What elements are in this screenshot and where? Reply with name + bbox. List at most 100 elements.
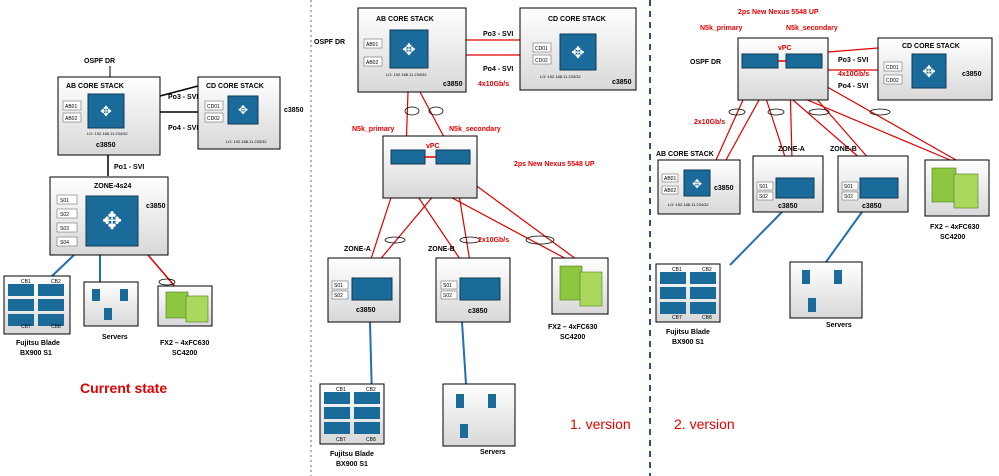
link-line	[461, 321, 467, 385]
diagram-shape	[104, 308, 112, 320]
diagram-shape	[785, 53, 823, 69]
diagram-shape	[756, 191, 774, 201]
panels-v2-blade-label1-label: Fujitsu Blade	[666, 329, 710, 336]
diagram-shape	[331, 290, 349, 300]
panels-v2-servers-label: Servers	[826, 322, 852, 329]
v1-version-label: 1. version	[570, 416, 631, 432]
port-channel-marker	[428, 106, 444, 116]
panels-v2-zone-a-model-label: c3850	[778, 203, 798, 210]
port-channel-marker	[808, 108, 830, 116]
diagram-shape	[661, 173, 679, 183]
panels-current-blade-slots-1-label: CB2	[51, 279, 61, 285]
panels-current-blade-label1-label: Fujitsu Blade	[16, 340, 60, 347]
diagram-shape	[660, 287, 686, 299]
diagram-shape	[883, 74, 903, 85]
diagram-shape	[390, 149, 426, 165]
v2-servers-box	[789, 261, 863, 319]
v2-ab-core-switch-icon	[683, 169, 711, 197]
panels-v2-fx2-label2-label: SC4200	[940, 234, 965, 241]
diagram-shape	[56, 194, 78, 205]
panels-current-cd-core-lo-label: LO: 192.168.11.233/32	[226, 139, 267, 144]
storage-icon	[165, 291, 209, 323]
diagram-shape	[38, 299, 64, 311]
panels-v1-po3-label: Po3 - SVI	[483, 31, 513, 38]
v1-zone-b-switch-icon	[459, 277, 501, 301]
panels-current-zone-model-label: c3850	[146, 203, 166, 210]
panels-v1-ab-core-model-label: c3850	[443, 81, 463, 88]
panels-v1-bw2-label: 2x10Gb/s	[478, 237, 509, 244]
panels-v1-vpc-label: vPC	[426, 143, 440, 150]
panels-current-cd-core-model-label: c3850	[284, 107, 304, 114]
panels-v2-ab-core-lo-label: LO: 192.168.11.234/32	[668, 202, 709, 207]
panels-v2-fx2-label1-label: FX2 – 4xFC630	[930, 224, 980, 231]
v1-ab-core-switch-icon	[389, 29, 429, 69]
diagram-shape	[690, 272, 716, 284]
diagram-shape	[92, 289, 100, 301]
panels-v1-n5k-primary-label: N5k_primary	[352, 126, 395, 133]
panels-current-cd-core-items-0-label: CD01	[207, 104, 220, 110]
link-line	[827, 47, 879, 53]
link-line	[814, 79, 957, 161]
diagram-shape	[460, 424, 468, 438]
zone-switch-icon	[85, 195, 139, 247]
diagram-shape	[354, 392, 380, 404]
panels-v1-zone-a-items-0-label: S01	[334, 283, 343, 289]
panels-v2-ospf-dr-label: OSPF DR	[690, 59, 721, 66]
diagram-shape	[120, 289, 128, 301]
panels-v2-bw-label: 4x10Gb/s	[838, 71, 869, 78]
diagram-shape	[532, 42, 552, 53]
ab-core-title: AB CORE STACK	[66, 83, 124, 90]
panels-current-blade-slots-2-label: CB7	[21, 324, 31, 330]
v1-cd-core-switch-icon	[559, 33, 597, 71]
diagram-shape	[165, 291, 189, 319]
icon-glyph: ✥	[571, 45, 584, 62]
diagram-shape	[808, 298, 816, 312]
diagram-shape	[802, 270, 810, 284]
port-channel-marker	[404, 106, 420, 116]
panels-current-blade-label2-label: BX900 S1	[20, 350, 52, 357]
diagram-shape	[204, 112, 224, 123]
panels-current-cd-core-title-label: CD CORE STACK	[206, 83, 264, 90]
servers-icon	[92, 289, 128, 320]
diagram-shape	[8, 299, 34, 311]
panels-v1-cd-core-model-label: c3850	[612, 79, 632, 86]
panels-v2-vpc-label: vPC	[778, 45, 792, 52]
icon-glyph: ✥	[922, 64, 935, 81]
panels-v1-cd-core-items-1-label: CD02	[535, 58, 548, 64]
panels-v2-cd-core-items-1-label: CD02	[886, 78, 899, 84]
diagram-shape	[756, 181, 774, 191]
ab-core-switch-icon	[87, 93, 125, 129]
panels-current-fx2-label1-label: FX2 – 4xFC630	[160, 340, 210, 347]
v2-version-label: 2. version	[674, 416, 735, 432]
panels-v2-blade-slots-2-label: CB7	[672, 315, 682, 321]
panels-v1-zone-a-title-label: ZONE-A	[344, 246, 371, 253]
diagram-shape	[62, 100, 82, 111]
panels-v2-ab-core-title-label: AB CORE STACK	[656, 151, 714, 158]
panels-v1-ab-core-items-0-label: AB01	[366, 42, 378, 48]
cd-core-switch-icon	[227, 95, 259, 125]
diagram-shape	[363, 38, 383, 49]
panels-v2-ab-core-items-1-label: AB02	[664, 188, 676, 194]
panels-v1-po4-label: Po4 - SVI	[483, 66, 513, 73]
panels-v2-zone-b-items-0-label: S01	[844, 184, 853, 190]
ospf-dr-label: OSPF DR	[84, 58, 115, 65]
v1-nexus-box	[382, 135, 478, 199]
panels-v1-zone-b-items-0-label: S01	[443, 283, 452, 289]
diagram-shape	[354, 407, 380, 419]
diagram-shape	[931, 167, 957, 203]
port-channel-marker	[767, 108, 785, 116]
panels-current-blade-slots-3-label: CB8	[51, 324, 61, 330]
port-channel-marker	[158, 278, 176, 286]
panels-current-zone-items-1-label: S02	[60, 212, 69, 218]
v1-nexus-switch-icon	[390, 149, 471, 165]
port-channel-marker	[525, 235, 555, 245]
diagram-shape	[559, 265, 583, 301]
panels-current-ab-core-items-0-label: AB01	[65, 104, 77, 110]
icon-glyph: ✥	[100, 103, 112, 119]
blade-icon	[8, 284, 64, 326]
diagram-shape	[324, 407, 350, 419]
icon-glyph: ✥	[238, 103, 248, 117]
diagram-shape	[690, 302, 716, 314]
diagram-shape	[532, 54, 552, 65]
